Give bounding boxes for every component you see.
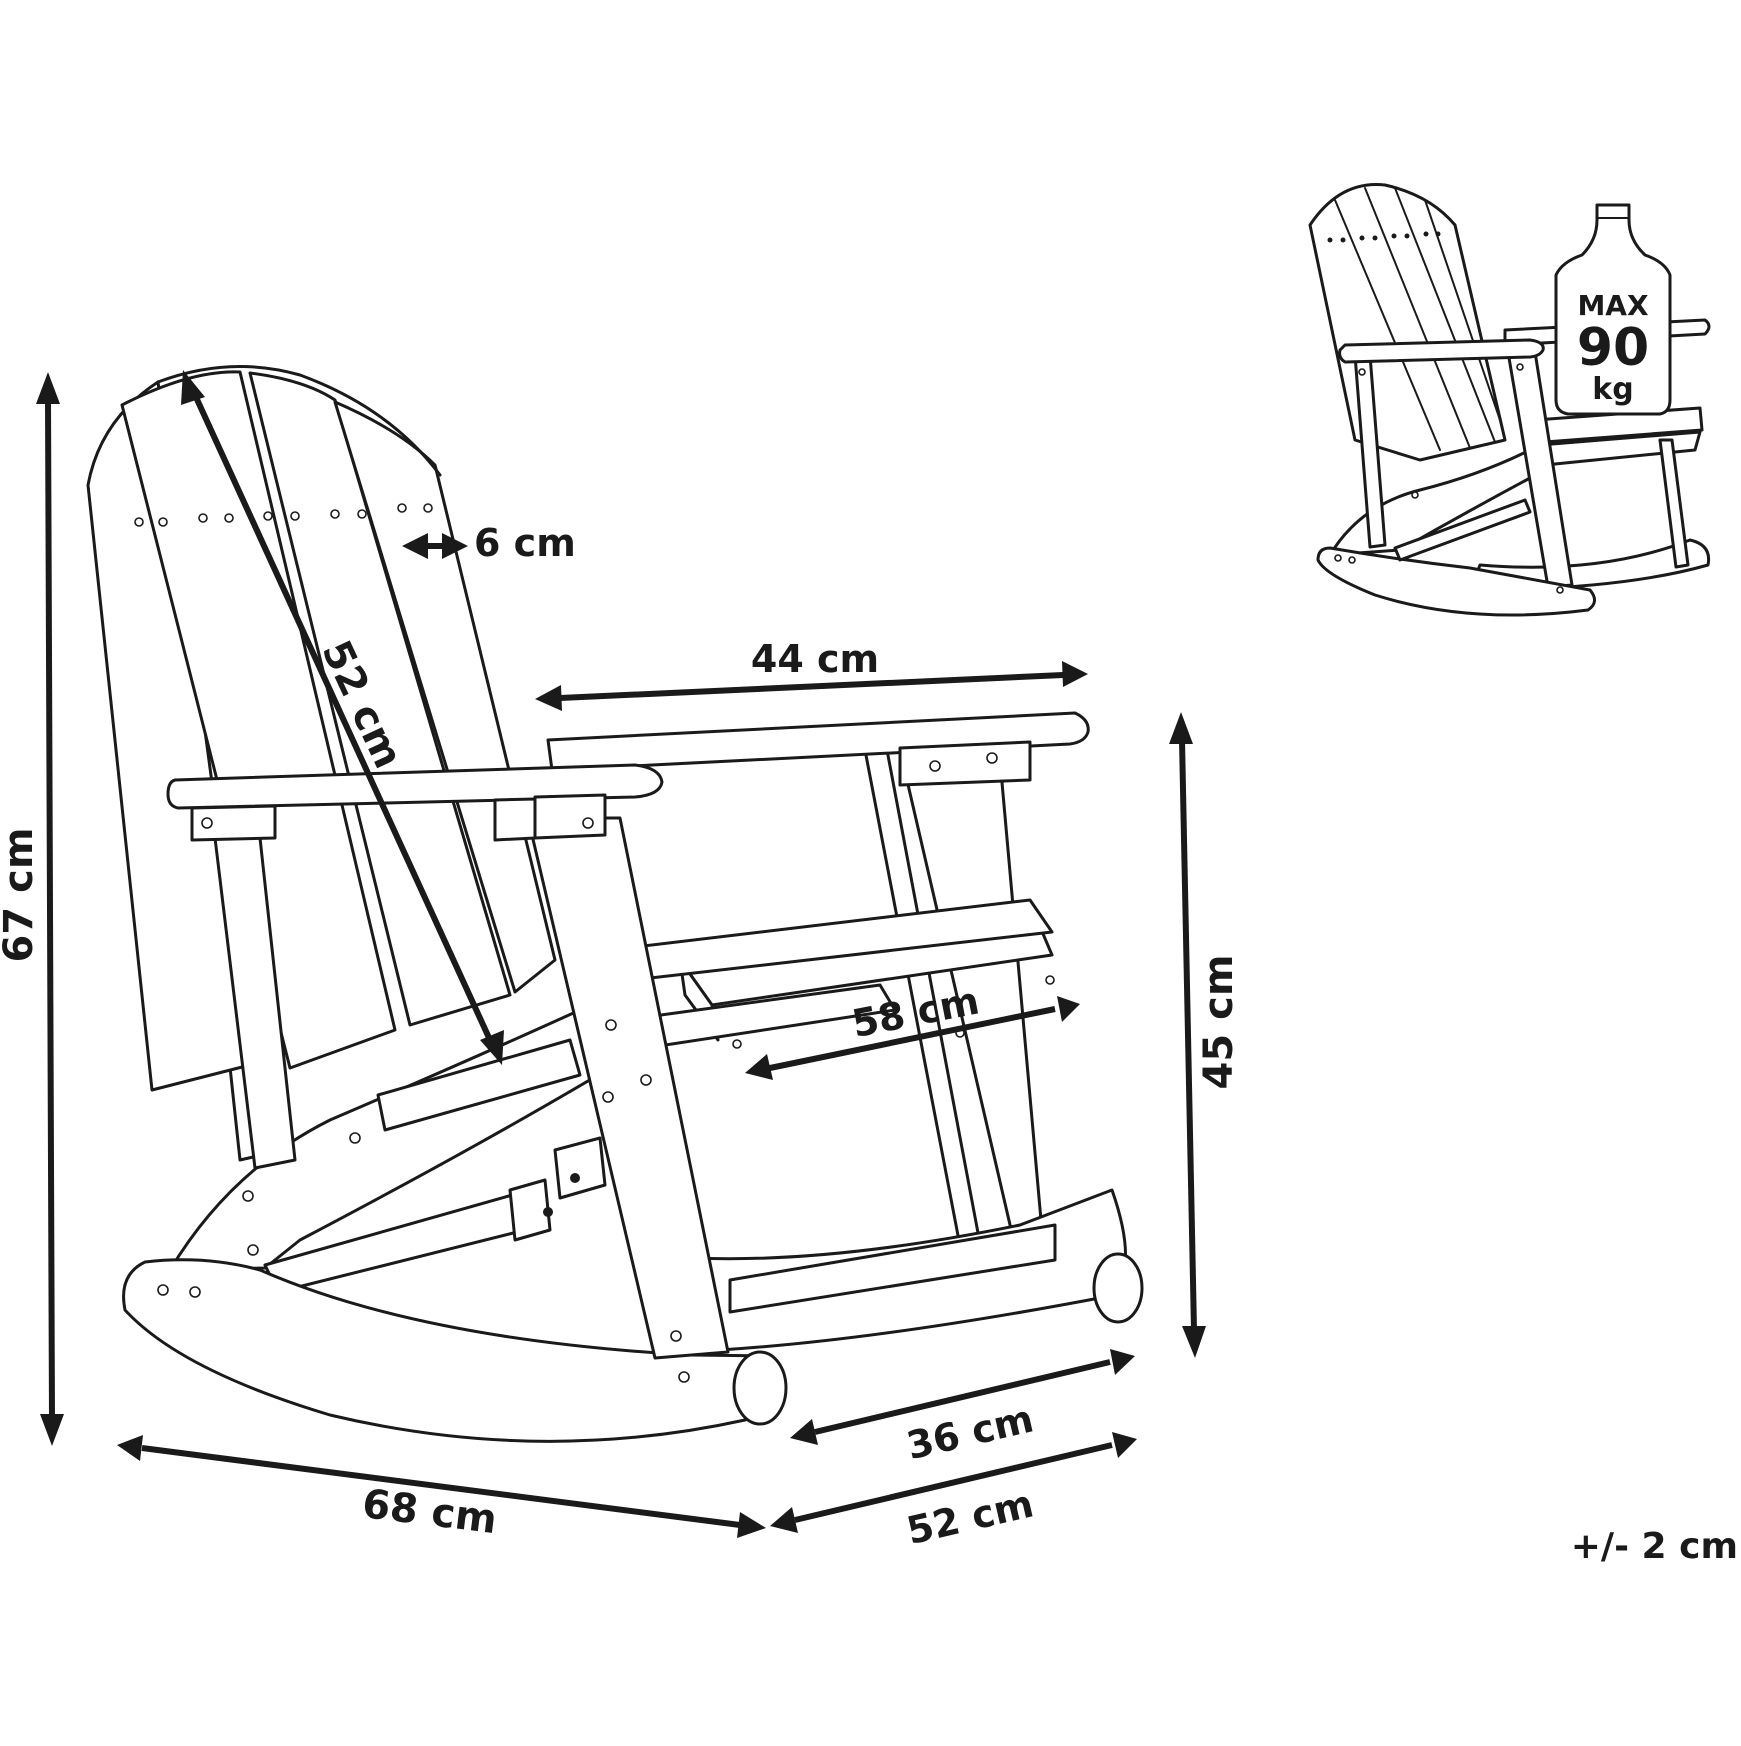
far-armrest <box>546 711 1090 787</box>
weight-max-label: MAX <box>1577 289 1649 322</box>
seat-side-panel <box>168 1008 642 1272</box>
dim-base-width <box>770 1432 1137 1533</box>
dim-slat-width <box>402 533 468 559</box>
front-rocker <box>122 1258 788 1443</box>
front-legs <box>213 816 730 1360</box>
dim-height-total <box>36 372 64 1446</box>
diagonal-brace <box>263 1136 607 1294</box>
dim-depth-total <box>117 1435 766 1538</box>
dim-seat-height <box>1169 712 1206 1358</box>
dim-seat-width <box>745 996 1080 1080</box>
dimension-labels: 67 cm 52 cm 6 cm 44 cm 58 cm 45 cm 36 cm… <box>0 521 1242 1553</box>
weight-icon: MAX 90 kg <box>1554 203 1672 416</box>
label-armrest-length: 44 cm <box>751 637 879 681</box>
rocking-chair-drawing <box>86 365 1144 1443</box>
label-slat-width: 6 cm <box>474 521 576 565</box>
tolerance-note: +/- 2 cm <box>1571 1526 1738 1567</box>
dim-seat-depth <box>790 1349 1135 1445</box>
label-seat-height: 45 cm <box>1196 955 1242 1090</box>
label-height-total: 67 cm <box>0 828 42 963</box>
thumbnail-slat-dots <box>1327 231 1441 243</box>
weight-max-unit: kg <box>1592 372 1633 407</box>
dim-backrest-length <box>181 370 504 1065</box>
dimension-lines <box>36 370 1206 1538</box>
dim-armrest-length <box>535 661 1088 711</box>
back-stretcher <box>728 1223 1057 1314</box>
weight-max-value: 90 <box>1577 318 1649 378</box>
backrest-screw-dots <box>134 503 433 527</box>
near-armrest <box>166 763 664 842</box>
backrest <box>86 365 557 1092</box>
